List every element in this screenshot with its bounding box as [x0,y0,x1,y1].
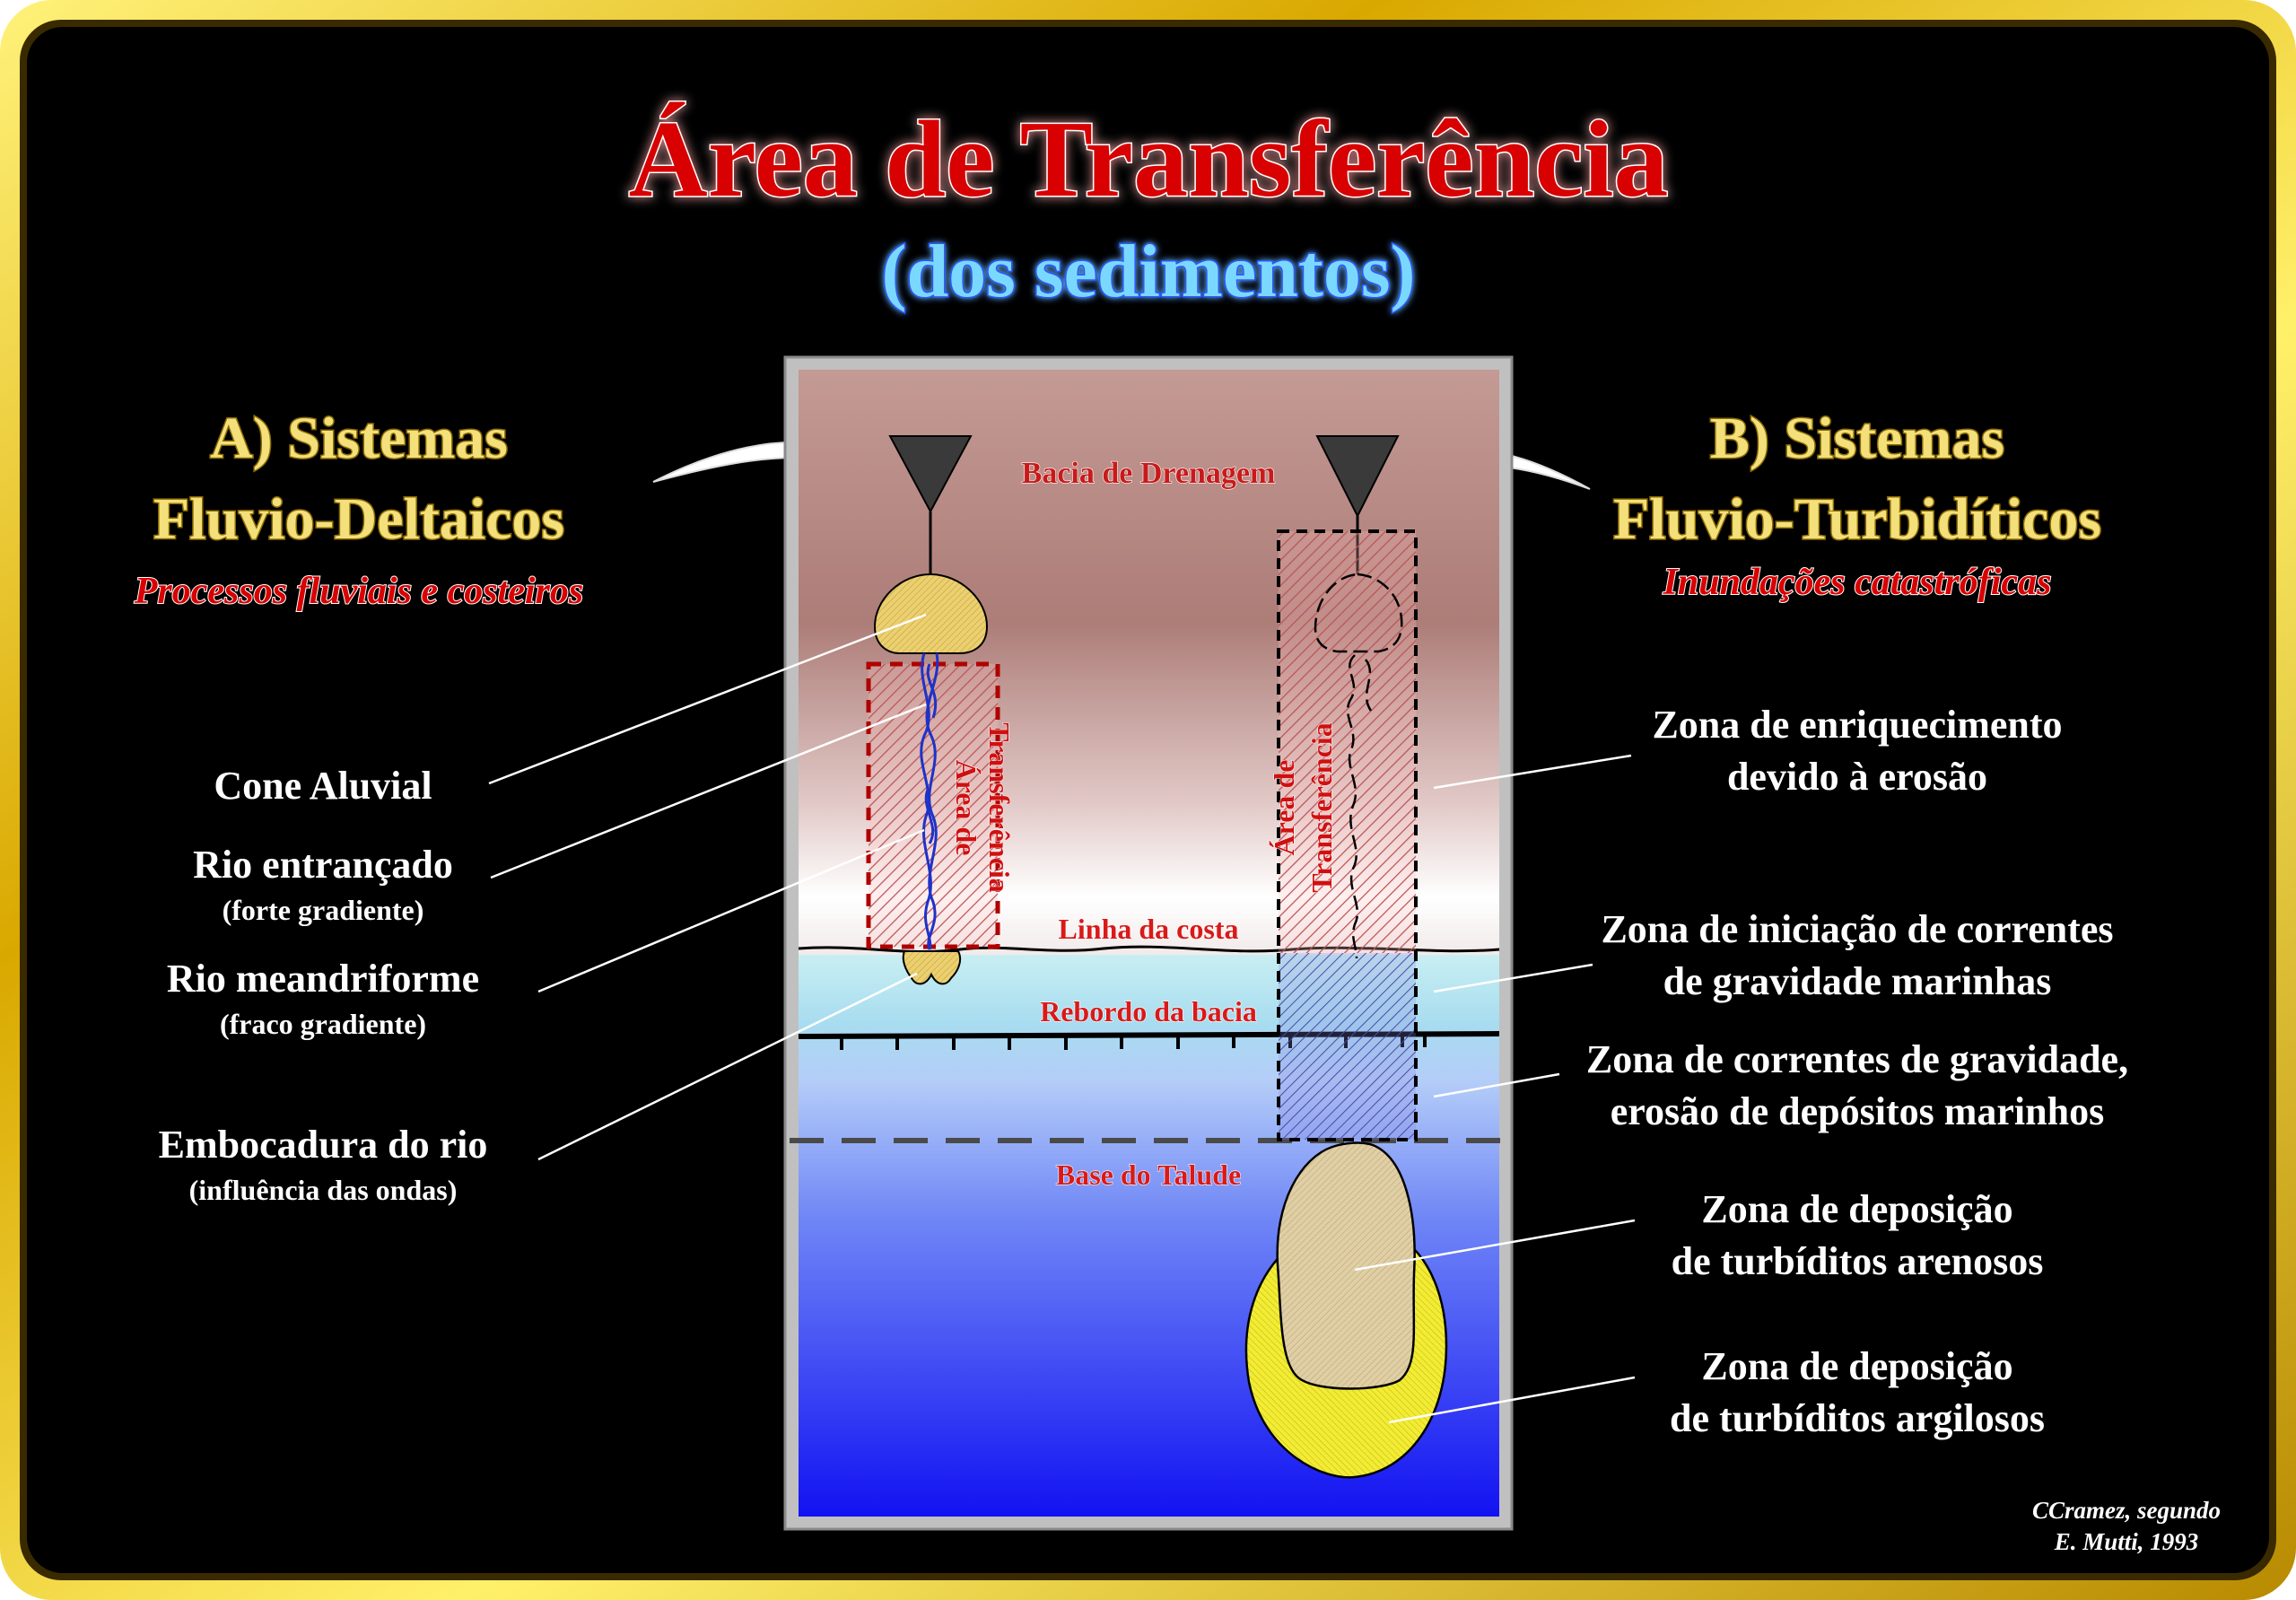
zona-iniciacao-line1: Zona de iniciação de correntes [1601,907,2113,951]
sandy-turbidite-lobe [1276,1141,1416,1390]
zona-correntes-line2: erosão de depósitos marinhos [1611,1089,2104,1133]
zona-iniciacao-line2: de gravidade marinhas [1663,959,2052,1003]
left-heading-line2: Fluvio-Deltaicos [153,486,564,552]
left-labels: Cone Aluvial Rio entrançado (forte gradi… [159,764,488,1206]
credit-line2: E. Mutti, 1993 [2054,1528,2199,1555]
left-transfer-label-line2: Transferência [983,722,1016,893]
left-leader-lines [488,613,927,1161]
shelf-break-label: Rebordo da bacia [1040,995,1257,1027]
right-transfer-label-line1: Área de [1268,760,1300,856]
rio-meandriforme-note: (fraco gradiente) [220,1008,426,1040]
rio-meandriforme-label: Rio meandriforme [167,957,479,1001]
cone-aluvial-label: Cone Aluvial [214,764,432,808]
zona-enriquecimento-line2: devido à erosão [1727,755,1987,799]
alluvial-cone [873,573,989,654]
zona-arenosos-line2: de turbíditos arenosos [1672,1239,2044,1283]
slope-base-label: Base do Talude [1056,1158,1241,1191]
right-transfer-area-box [1277,529,1418,1141]
embocadura-note: (influência das ondas) [189,1174,458,1206]
right-heading-line1: B) Sistemas [1710,406,2004,471]
embocadura-label: Embocadura do rio [159,1123,488,1167]
right-labels: Zona de enriquecimento devido à erosão Z… [1586,703,2128,1440]
rio-entrancado-label: Rio entrançado [193,843,453,887]
zona-correntes-line1: Zona de correntes de gravidade, [1586,1037,2128,1081]
right-leader-lines [1354,754,1636,1424]
zona-argilosos-line2: de turbíditos argilosos [1670,1396,2045,1440]
drainage-basin-label: Bacia de Drenagem [1022,457,1276,490]
rio-entrancado-note: (forte gradiente) [223,894,424,926]
right-heading-line2: Fluvio-Turbidíticos [1613,486,2101,552]
right-transfer-area-lower [1279,953,1416,1140]
right-transfer-area-upper [1279,531,1416,953]
left-heading-line1: A) Sistemas [210,406,508,471]
zona-enriquecimento-line1: Zona de enriquecimento [1652,703,2062,747]
left-funnel [888,435,973,574]
river-mouth-delta [902,950,962,985]
right-caption: Inundações catastróficas [1663,562,2052,603]
left-transfer-label-line1: Área de [950,760,982,856]
zona-argilosos-line1: Zona de deposição [1701,1344,2012,1388]
main-title: Área de Transferência [629,99,1669,220]
zona-arenosos-line1: Zona de deposição [1701,1187,2012,1231]
eroded-cone-outline [1314,573,1403,959]
braided-river [920,652,939,950]
coastline-label: Linha da costa [1059,913,1239,945]
basin-diagram: Área de Transferência Área de Transferên… [783,355,1514,1531]
right-transfer-label-line2: Transferência [1305,722,1338,893]
credit-line1: CCramez, segundo [2032,1497,2221,1524]
subtitle: (dos sedimentos) [881,230,1415,313]
left-caption: Processos fluviais e costeiros [134,571,583,612]
